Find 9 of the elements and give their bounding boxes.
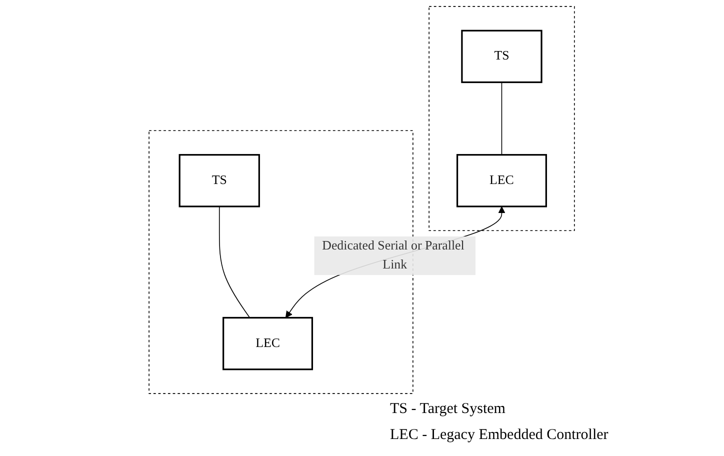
node-box: LEC bbox=[222, 316, 314, 370]
connector bbox=[219, 206, 250, 318]
node-box: LEC bbox=[456, 154, 548, 208]
node-box: TS bbox=[461, 30, 543, 84]
edge-label: Dedicated Serial or Parallel Link bbox=[322, 238, 465, 272]
legend-note: TS - Target System bbox=[390, 400, 506, 419]
node-box: TS bbox=[179, 154, 260, 208]
legend-note: LEC - Legacy Embedded Controller bbox=[390, 426, 608, 445]
cluster bbox=[428, 6, 576, 232]
